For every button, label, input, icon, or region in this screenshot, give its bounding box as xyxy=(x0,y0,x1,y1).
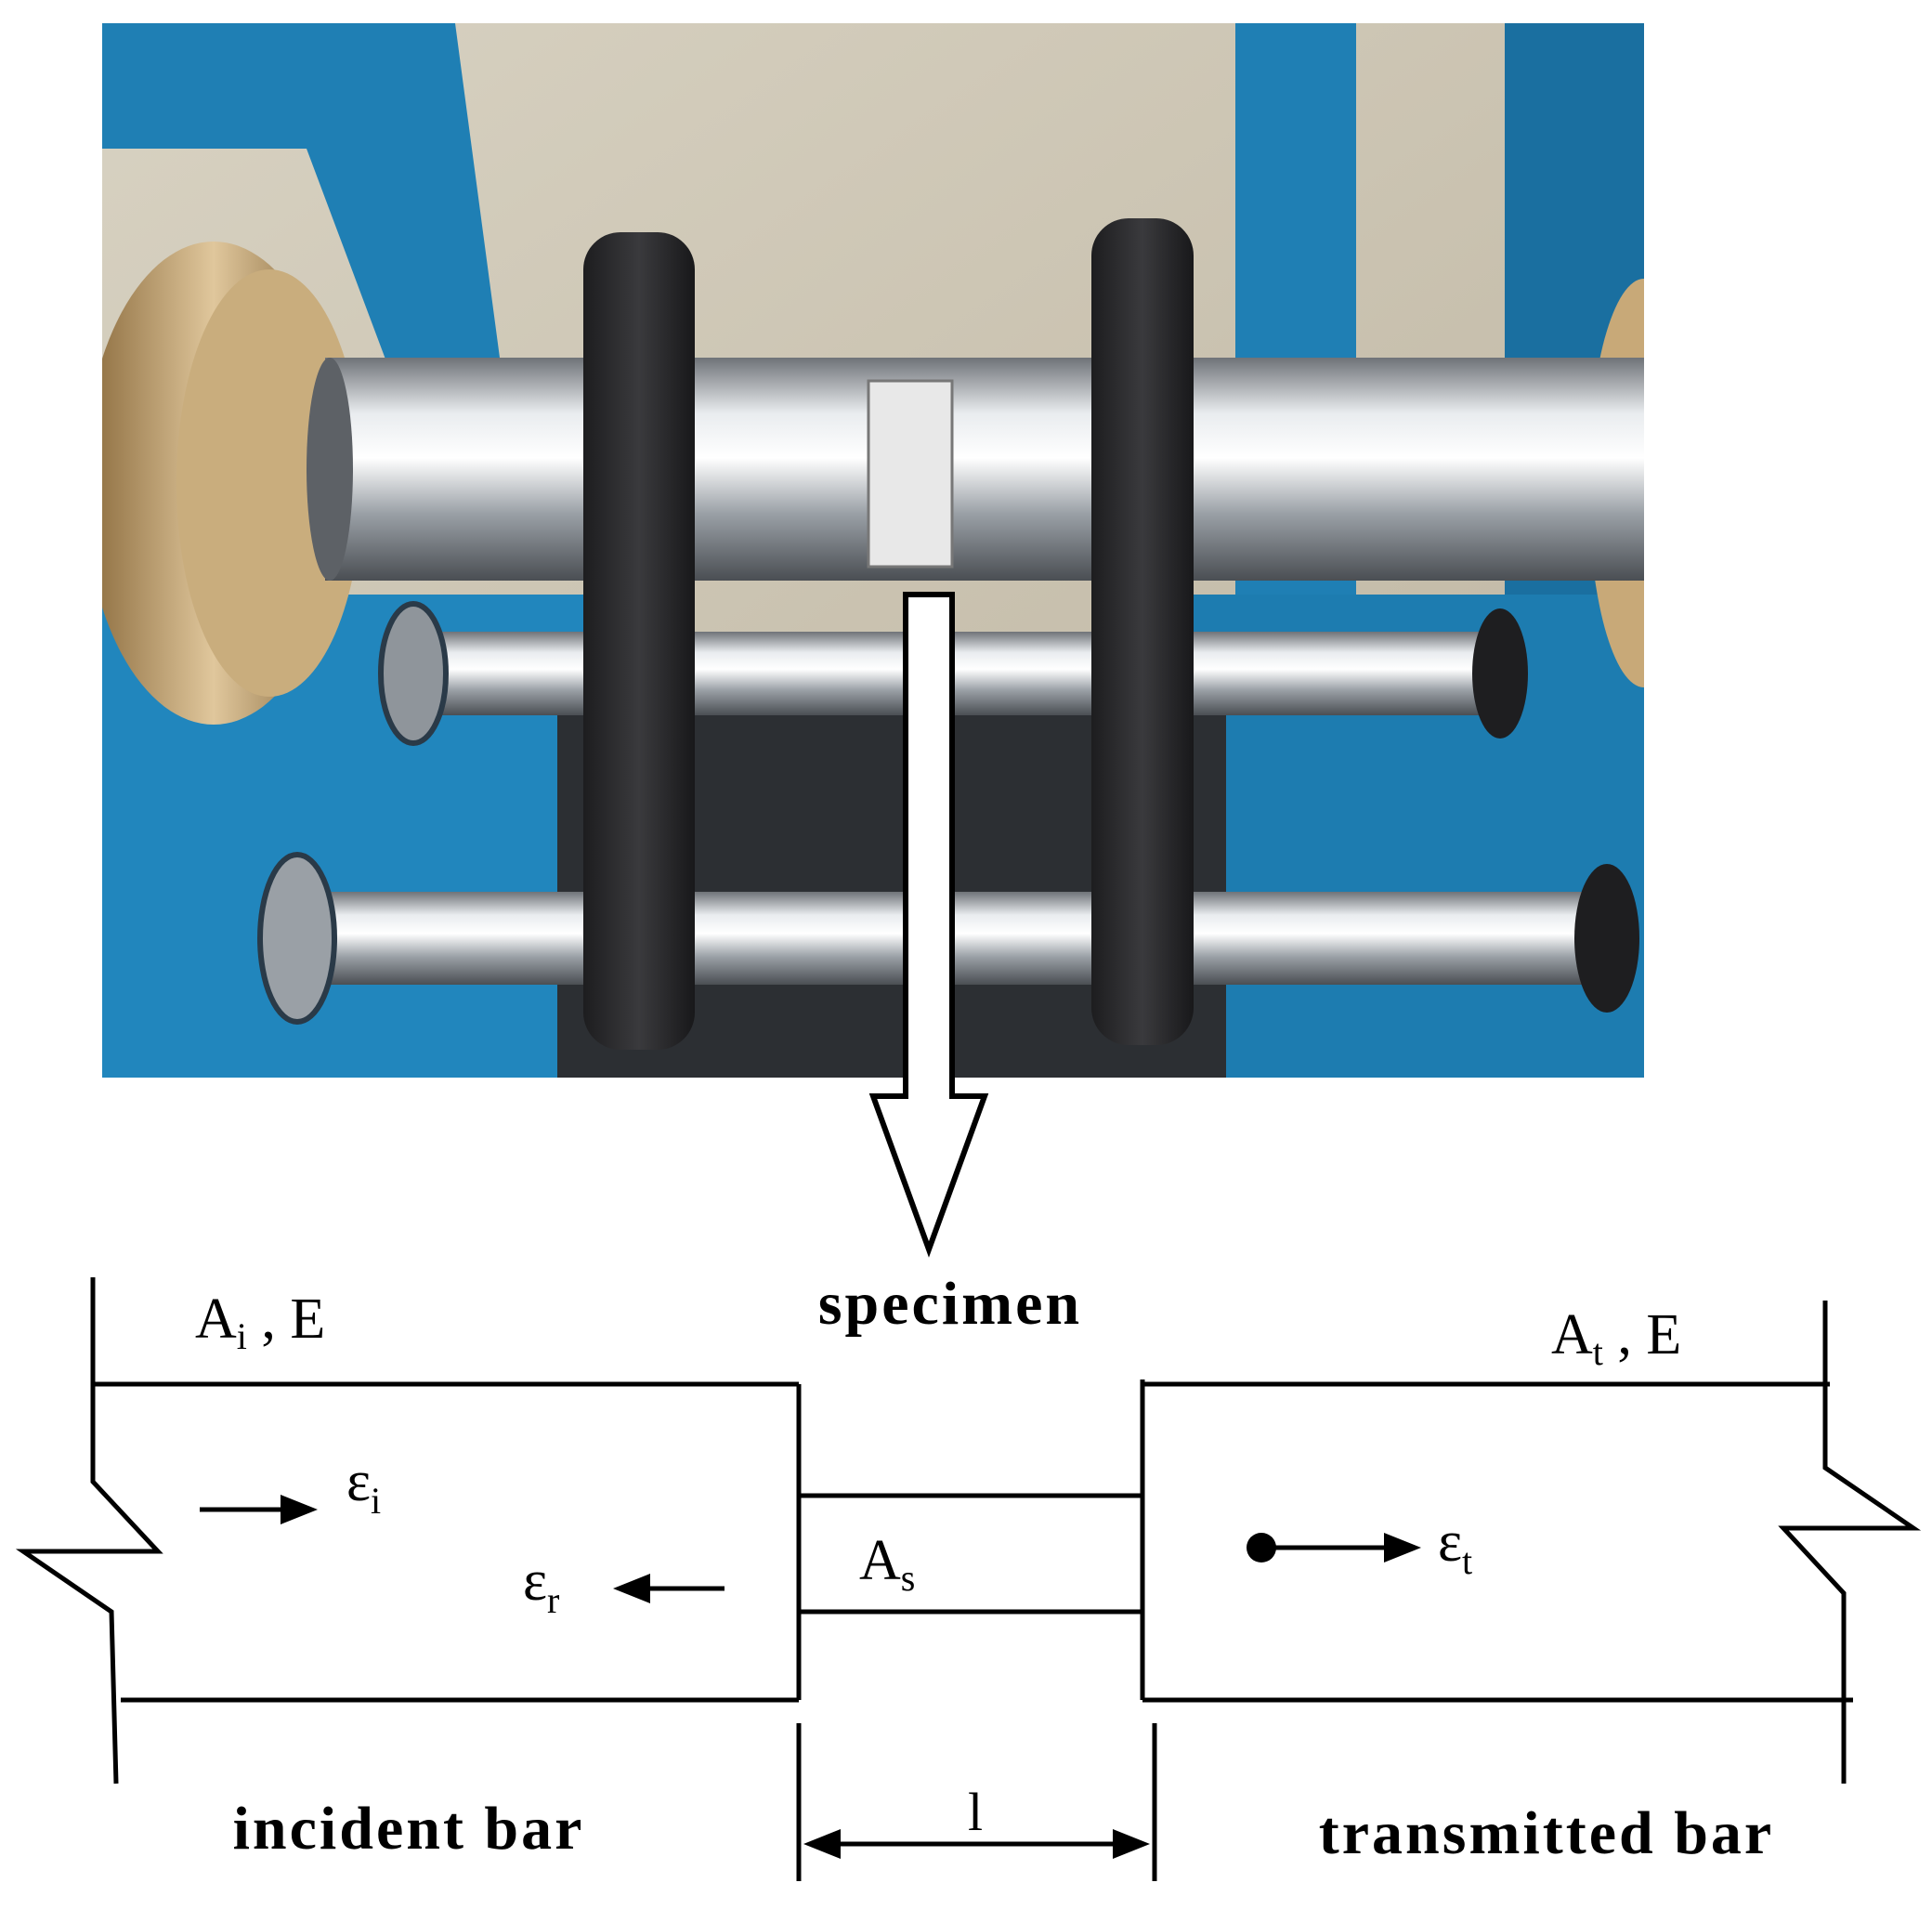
apparatus-photo xyxy=(102,23,1644,1078)
specimen-area-label: As xyxy=(859,1529,915,1599)
incident-area-label: Ai , E xyxy=(195,1288,325,1357)
incident-break-line xyxy=(15,1277,163,1785)
transmitted-gauge-dot xyxy=(1247,1533,1276,1563)
reflected-strain-label: εr xyxy=(523,1549,559,1621)
specimen-label: specimen xyxy=(818,1270,1082,1338)
incident-bar-label: incident bar xyxy=(233,1795,585,1863)
arrow-heads xyxy=(281,1495,1421,1859)
transmitted-bar-steel xyxy=(929,358,1644,581)
right-fixture xyxy=(1091,218,1194,1045)
blue-frame-left xyxy=(102,23,502,372)
transmitted-break-line xyxy=(1778,1301,1922,1784)
specimen-photo xyxy=(867,379,954,569)
transmitted-area-label: At , E xyxy=(1551,1303,1681,1373)
left-fixture xyxy=(583,232,695,1050)
down-arrow xyxy=(868,592,989,1258)
schematic xyxy=(15,1277,1922,1881)
transmitted-strain-label: εt xyxy=(1438,1510,1472,1582)
length-label: l xyxy=(968,1782,983,1842)
transmitted-bar-label: transmitted bar xyxy=(1319,1799,1774,1867)
lower-guide-rod xyxy=(288,892,1625,985)
incident-strain-label: εi xyxy=(346,1450,381,1522)
